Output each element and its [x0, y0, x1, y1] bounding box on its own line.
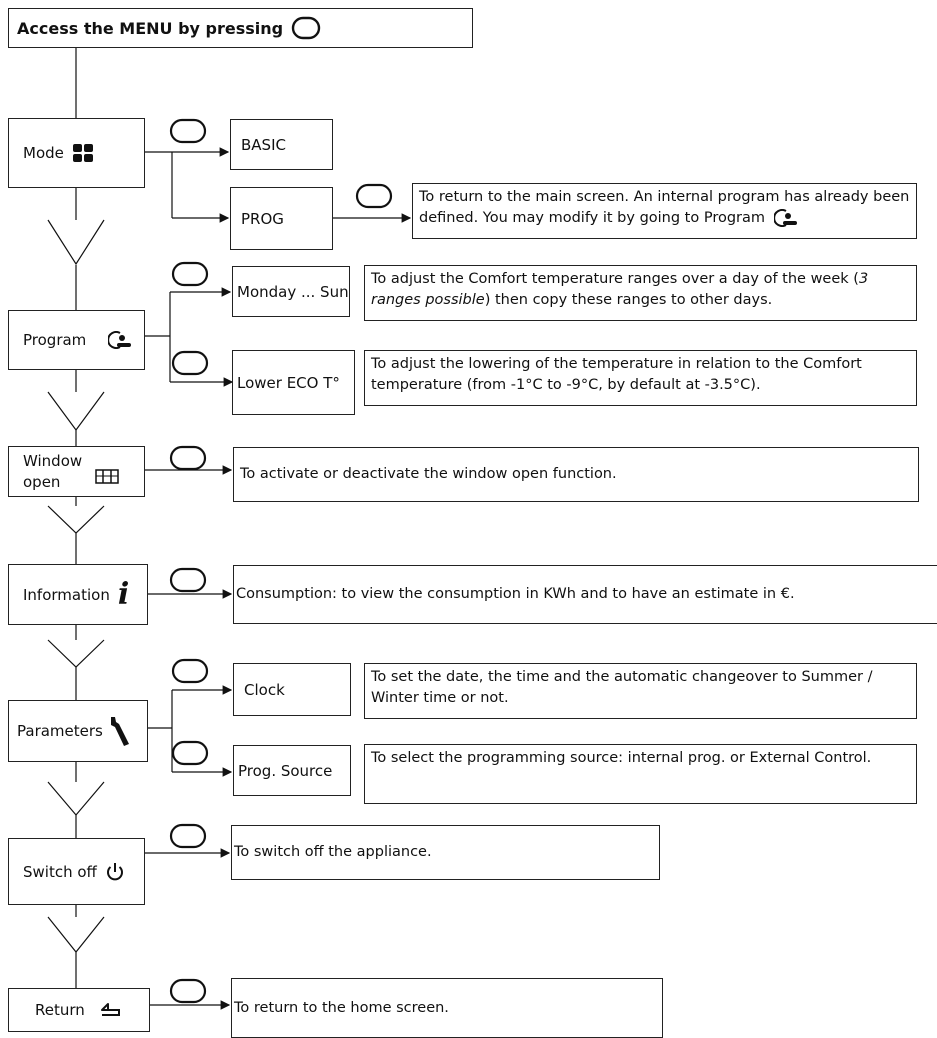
oval-button-icon	[169, 445, 207, 471]
oval-button-icon	[169, 567, 207, 593]
menu-item-label: Information	[23, 585, 110, 604]
option-label: BASIC	[241, 135, 286, 154]
menu-item-switch-off[interactable]: Switch off	[8, 838, 145, 905]
return-arrow-icon	[99, 1002, 123, 1018]
description-text: To adjust the lowering of the temperatur…	[371, 356, 862, 393]
info-icon: i	[117, 576, 130, 612]
description-text: To return to the home screen.	[234, 999, 449, 1016]
option-prog[interactable]: PROG	[230, 187, 333, 250]
option-prog-source[interactable]: Prog. Source	[233, 745, 351, 796]
program-clock-icon	[108, 331, 134, 349]
option-label: PROG	[241, 209, 284, 228]
wrench-icon	[107, 714, 131, 748]
description-text: To select the programming source: intern…	[371, 750, 872, 766]
prog-description: To return to the main screen. An interna…	[412, 183, 917, 239]
option-label: Clock	[244, 680, 285, 699]
menu-item-label: Parameters	[17, 722, 103, 740]
description-text: To adjust the Comfort temperature ranges…	[371, 271, 859, 287]
menu-item-label: Program	[23, 331, 87, 349]
menu-item-label: Return	[35, 1001, 85, 1019]
option-basic[interactable]: BASIC	[230, 119, 333, 170]
description-text: To return to the main screen. An interna…	[419, 189, 910, 226]
description-italic: 3 ranges possible	[371, 271, 869, 308]
oval-button-icon	[171, 261, 209, 287]
oval-button-icon	[355, 183, 393, 209]
oval-button-icon	[169, 118, 207, 144]
menu-item-label: open	[23, 473, 61, 491]
monday-description: To adjust the Comfort temperature ranges…	[364, 265, 917, 321]
menu-item-program[interactable]: Program	[8, 310, 145, 370]
menu-item-parameters[interactable]: Parameters	[8, 700, 148, 762]
switch-off-description: To switch off the appliance.	[231, 825, 660, 880]
description-text: ) then copy these ranges to other days.	[484, 292, 773, 308]
lower-eco-description: To adjust the lowering of the temperatur…	[364, 350, 917, 406]
menu-title-text: Access the MENU by pressing	[17, 18, 284, 38]
option-label: Lower ECO T°	[237, 373, 340, 392]
clock-description: To set the date, the time and the automa…	[364, 663, 917, 719]
description-text: To set the date, the time and the automa…	[371, 669, 873, 706]
oval-button-icon	[171, 350, 209, 376]
information-description: Consumption: to view the consumption in …	[233, 565, 937, 624]
oval-button-icon	[291, 16, 321, 40]
oval-button-icon	[171, 658, 209, 684]
menu-item-label: Switch off	[23, 862, 97, 881]
mode-grid-icon	[72, 143, 94, 163]
menu-title: Access the MENU by pressing	[8, 8, 473, 48]
option-lower-eco[interactable]: Lower ECO T°	[232, 350, 355, 415]
option-clock[interactable]: Clock	[233, 663, 351, 716]
program-clock-icon	[773, 209, 800, 227]
menu-item-information[interactable]: Information i	[8, 564, 148, 625]
oval-button-icon	[169, 823, 207, 849]
menu-item-return[interactable]: Return	[8, 988, 150, 1032]
description-text: To switch off the appliance.	[234, 844, 432, 860]
menu-item-mode[interactable]: Mode	[8, 118, 145, 188]
window-description: To activate or deactivate the window ope…	[233, 447, 919, 502]
option-monday-sun[interactable]: Monday ... Sun	[232, 266, 350, 317]
description-text: Consumption: to view the consumption in …	[236, 586, 795, 602]
description-text: To activate or deactivate the window ope…	[240, 466, 617, 482]
power-icon	[105, 861, 125, 883]
menu-item-label: Mode	[23, 144, 64, 162]
menu-item-label: Window	[23, 452, 83, 470]
option-label: Monday ... Sun	[237, 282, 349, 301]
oval-button-icon	[169, 978, 207, 1004]
oval-button-icon	[171, 740, 209, 766]
prog-source-description: To select the programming source: intern…	[364, 744, 917, 804]
return-description: To return to the home screen.	[231, 978, 663, 1038]
option-label: Prog. Source	[238, 761, 333, 780]
window-icon	[94, 467, 120, 489]
menu-item-window-open[interactable]: Window open	[8, 446, 145, 497]
